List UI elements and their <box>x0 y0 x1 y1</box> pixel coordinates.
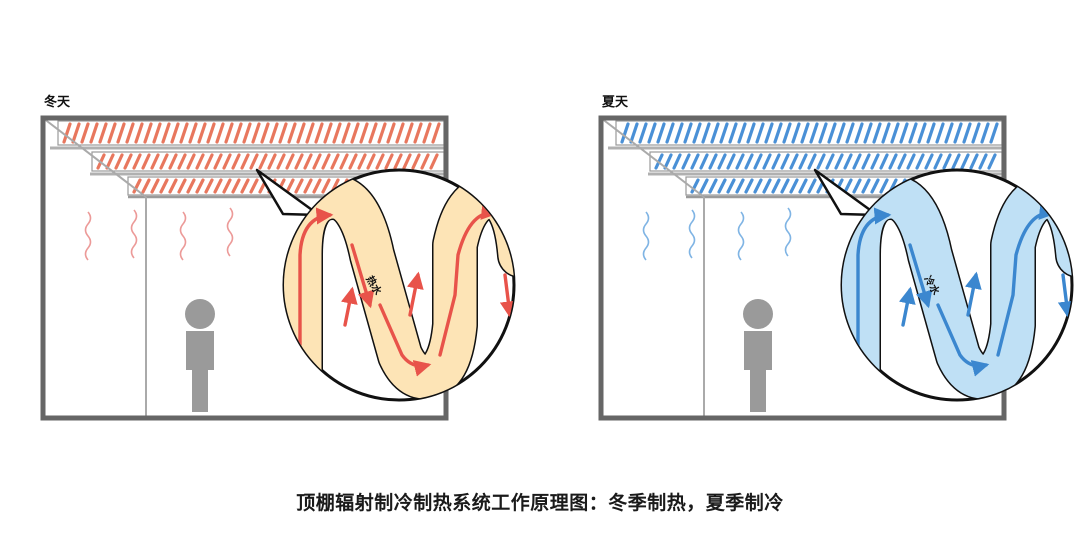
flow-arrow <box>438 202 499 357</box>
wave-line <box>226 207 234 257</box>
flow-arrow <box>340 286 358 327</box>
ceiling-pipe-strip <box>649 151 1003 172</box>
flow-arrow <box>856 207 892 347</box>
winter-panel: 热水 <box>40 115 516 421</box>
wave-line <box>737 211 745 261</box>
ceiling-pipe-strip <box>615 120 1003 146</box>
flow-arrow <box>378 303 432 377</box>
wave-line <box>784 207 792 257</box>
wave-line <box>179 211 187 261</box>
wave-line <box>130 209 138 259</box>
winter-label: 冬天 <box>44 95 71 110</box>
flow-arrow <box>350 243 375 309</box>
ceiling-pipe-strip <box>57 120 445 146</box>
zoom-callout: 热水 <box>255 168 516 402</box>
diagram-caption: 顶棚辐射制冷制热系统工作原理图：冬季制热，夏季制冷 <box>296 492 784 514</box>
person-icon <box>743 299 773 412</box>
wave-line <box>642 211 650 261</box>
callout-pointer <box>255 168 321 217</box>
flow-arrow <box>936 303 990 377</box>
flow-arrow <box>898 286 916 327</box>
ceiling-pipe-strip <box>91 151 445 172</box>
zoom-callout: 冷水 <box>813 168 1074 402</box>
flow-arrow <box>406 271 424 317</box>
flow-arrow <box>996 202 1057 357</box>
wave-line <box>688 209 696 259</box>
perspective-line <box>42 117 147 198</box>
flow-arrow <box>499 273 514 319</box>
summer-label: 夏天 <box>602 95 629 110</box>
wave-line <box>84 211 92 261</box>
flow-arrow <box>964 271 982 317</box>
flow-arrow <box>298 207 334 347</box>
flow-arrow <box>1057 273 1072 319</box>
summer-panel: 冷水 <box>598 115 1074 421</box>
callout-pointer <box>813 168 879 217</box>
flow-arrow <box>908 243 933 309</box>
person-icon <box>185 299 215 412</box>
perspective-line <box>600 117 705 198</box>
